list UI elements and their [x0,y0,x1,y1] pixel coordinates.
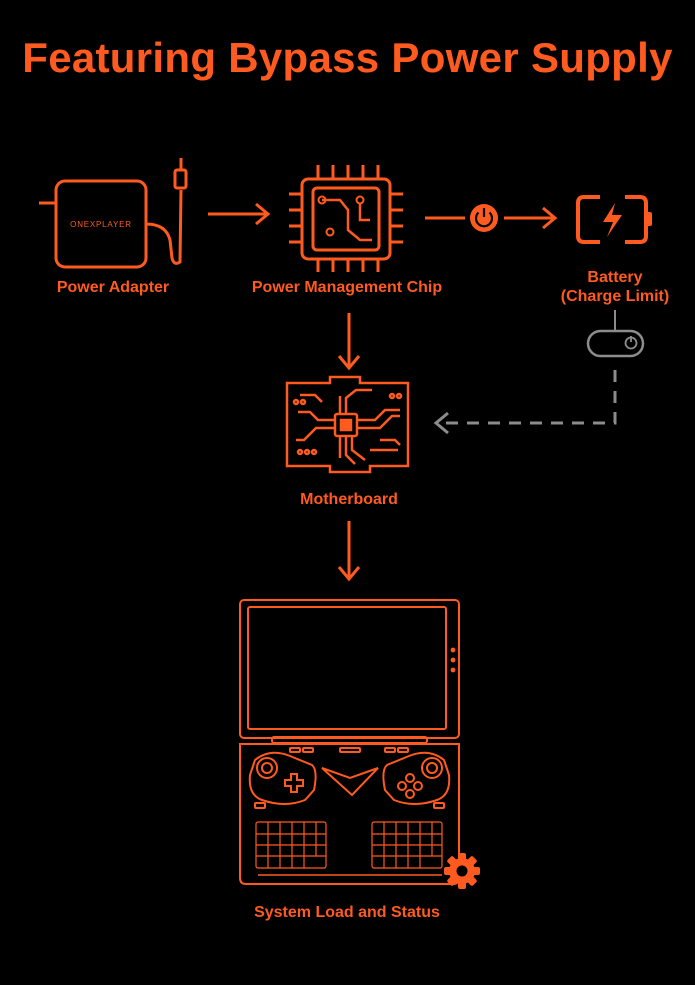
battery-charging-icon [576,195,652,244]
battery-label-line2: (Charge Limit) [560,288,670,305]
arrow-motherboard-to-system [337,521,361,582]
power-icon [470,204,498,232]
circuit-board-icon [285,375,410,474]
power-chip-label: Power Management Chip [251,279,443,296]
system-label: System Load and Status [254,904,440,921]
adapter-brand-text: ONEXPLAYER [70,220,132,229]
arrow-chip-to-motherboard [337,313,361,371]
toggle-switch-icon [586,310,645,358]
power-adapter-label: Power Adapter [56,279,170,296]
power-adapter-icon: ONEXPLAYER [39,158,188,269]
battery-label-line1: Battery [587,269,643,286]
handheld-device-icon [239,599,460,885]
gear-icon [444,853,480,889]
arrow-adapter-to-chip [208,202,271,226]
chip-icon [289,165,403,272]
arrow-power-to-battery [504,206,558,230]
battery-label: Battery (Charge Limit) [545,268,685,306]
dashed-arrow-battery-to-motherboard [433,370,617,435]
page-title: Featuring Bypass Power Supply [22,34,673,81]
motherboard-label: Motherboard [300,491,398,508]
